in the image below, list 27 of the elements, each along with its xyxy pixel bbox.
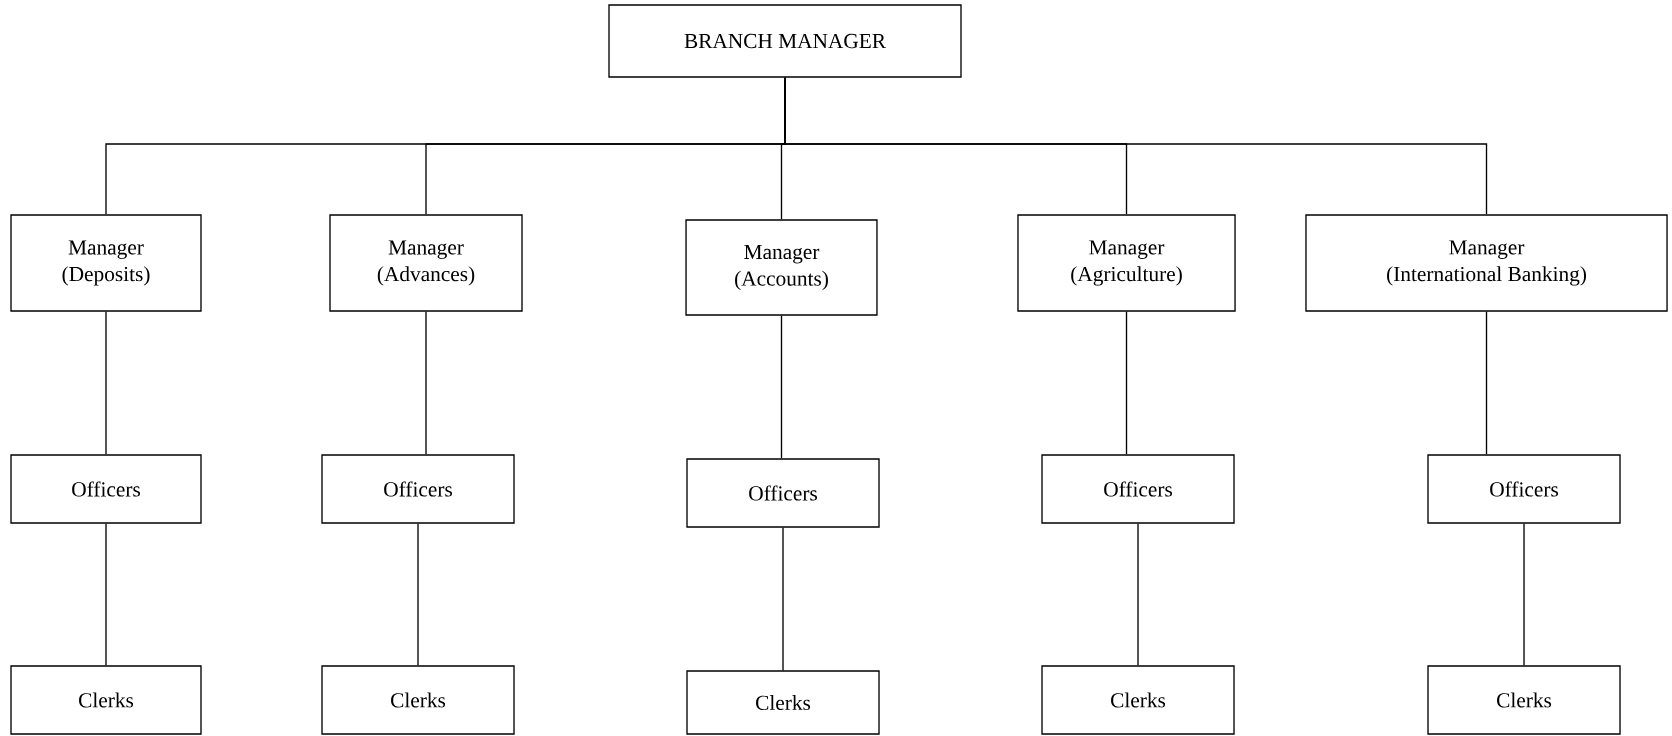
connector-line — [105, 523, 107, 666]
org-box: Officers — [1041, 454, 1235, 524]
connector-line — [782, 527, 784, 672]
org-box: BRANCH MANAGER — [608, 4, 962, 78]
connector-line — [1523, 523, 1525, 666]
connector-line — [784, 77, 1488, 215]
org-box: Clerks — [1427, 665, 1621, 735]
connector-line — [1485, 311, 1488, 455]
org-box: Officers — [686, 458, 880, 528]
org-box: Clerks — [321, 665, 515, 735]
org-box: Manager (Deposits) — [10, 214, 202, 312]
org-box: Officers — [10, 454, 202, 524]
connector-line — [1125, 311, 1128, 455]
org-box: Officers — [321, 454, 515, 524]
org-box: Clerks — [686, 670, 880, 735]
org-box: Manager (Advances) — [329, 214, 523, 312]
connector-line — [105, 311, 107, 455]
org-box: Clerks — [10, 665, 202, 735]
org-box: Manager (Accounts) — [685, 219, 878, 316]
connector-line — [417, 523, 419, 666]
org-box: Clerks — [1041, 665, 1235, 735]
connector-line — [425, 311, 427, 455]
connector-line — [780, 314, 783, 459]
connector-line — [1137, 523, 1139, 666]
org-box: Manager (International Banking) — [1305, 214, 1668, 312]
org-box: Manager (Agriculture) — [1017, 214, 1236, 312]
org-box: Officers — [1427, 454, 1621, 524]
